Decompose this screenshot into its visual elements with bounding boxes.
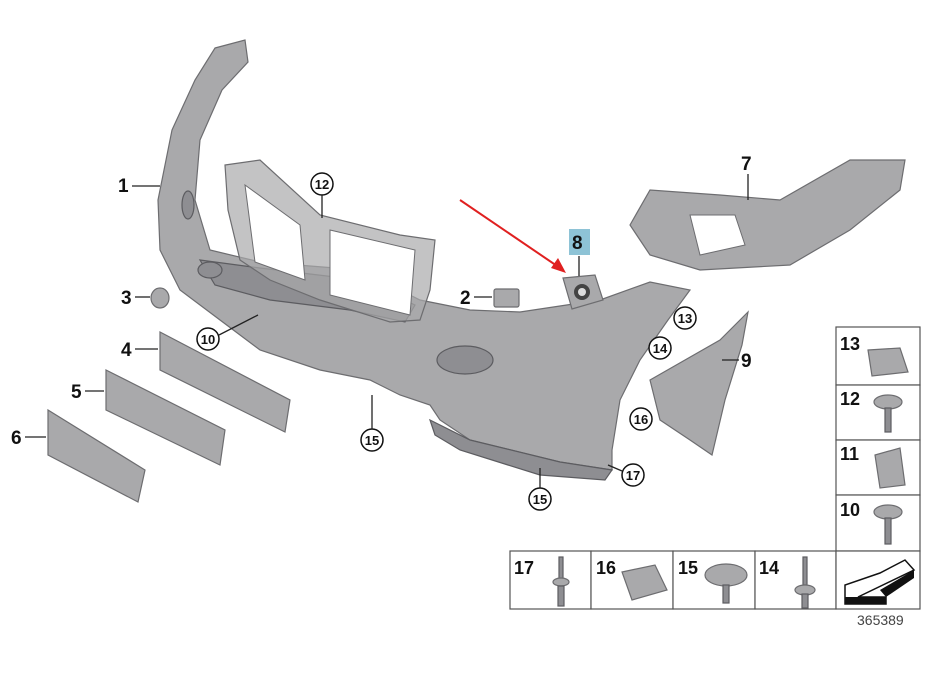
screw-washer-icon [704, 563, 748, 604]
callout-8-highlighted: 8 [569, 229, 590, 276]
bracket-part-7 [629, 159, 906, 271]
legend-14: 14 [759, 558, 779, 578]
clip-nut-icon [867, 347, 909, 377]
svg-text:5: 5 [71, 382, 82, 403]
callout-14: 14 [648, 336, 672, 360]
callout-6: 6 [11, 428, 46, 449]
svg-text:8: 8 [572, 233, 583, 254]
callout-7: 7 [741, 154, 752, 200]
legend-12: 12 [840, 389, 860, 409]
callout-3: 3 [121, 288, 150, 309]
svg-text:6: 6 [11, 428, 22, 449]
callout-5: 5 [71, 382, 104, 403]
callout-12: 12 [310, 172, 334, 218]
callout-16: 16 [629, 407, 653, 431]
svg-text:4: 4 [121, 340, 132, 361]
part-8-bracket [562, 274, 604, 310]
svg-text:14: 14 [653, 341, 668, 356]
legend-11: 11 [840, 444, 859, 464]
legend-17: 17 [514, 558, 534, 578]
svg-text:7: 7 [741, 154, 752, 175]
clip-icon [874, 447, 906, 489]
legend-16: 16 [596, 558, 616, 578]
callout-17: 17 [607, 463, 645, 487]
screw-washer-icon [873, 394, 903, 410]
grille-carrier [224, 159, 436, 323]
callout-10: 10 [196, 314, 259, 351]
license-plate-base-6 [47, 408, 146, 503]
svg-text:12: 12 [315, 177, 329, 192]
legend-15: 15 [678, 558, 698, 578]
legend-13: 13 [840, 334, 860, 354]
clip-nut-icon [621, 564, 668, 601]
callout-13: 13 [673, 306, 697, 330]
svg-text:9: 9 [741, 351, 752, 372]
wheel-arch-bracket-9 [649, 310, 749, 456]
bottom-legend: 17 16 15 14 [509, 550, 921, 610]
svg-text:16: 16 [634, 412, 648, 427]
svg-text:3: 3 [121, 288, 132, 309]
side-legend: 13 12 11 10 [835, 326, 921, 552]
callout-1: 1 [118, 176, 160, 197]
part-3-cover [150, 287, 170, 309]
rivet-icon [552, 556, 570, 607]
license-plate-bracket-4 [159, 331, 291, 433]
svg-text:17: 17 [626, 468, 640, 483]
part-2-cover [493, 288, 520, 308]
callout-4: 4 [121, 340, 158, 361]
screw-washer-icon [873, 504, 903, 520]
svg-text:13: 13 [678, 311, 692, 326]
direction-arrow-icon [844, 559, 916, 605]
svg-text:15: 15 [365, 433, 379, 448]
reference-number: 365389 [857, 612, 904, 628]
callout-2: 2 [460, 288, 492, 309]
svg-text:15: 15 [533, 492, 547, 507]
svg-text:10: 10 [201, 332, 215, 347]
callout-15-b: 15 [528, 468, 552, 511]
license-plate-bracket-5 [105, 369, 226, 466]
callout-9: 9 [722, 351, 752, 372]
legend-10: 10 [840, 500, 860, 520]
red-pointer-arrow [459, 199, 566, 273]
callout-15-a: 15 [360, 395, 384, 452]
svg-text:1: 1 [118, 176, 129, 197]
svg-text:2: 2 [460, 288, 471, 309]
rivet-icon [794, 556, 816, 609]
